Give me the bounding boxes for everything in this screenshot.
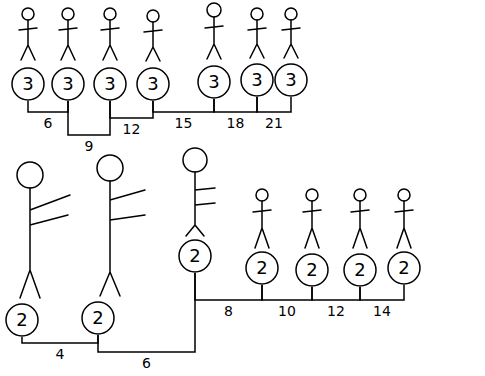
bracket-line [28, 101, 68, 112]
stick-figure [17, 148, 413, 298]
bracket-line [68, 101, 110, 135]
number-circle: 2 [81, 301, 115, 335]
circle-number: 3 [285, 71, 296, 89]
circle-number: 3 [251, 71, 262, 89]
sum-label: 6 [141, 356, 152, 370]
sum-label: 4 [55, 347, 66, 361]
stick-figure [19, 3, 300, 61]
number-circle: 3 [197, 65, 231, 99]
sum-label: 12 [326, 304, 346, 318]
number-circle: 3 [11, 67, 45, 101]
number-circle: 3 [136, 67, 170, 101]
sum-label: 6 [43, 116, 54, 130]
sum-label: 10 [277, 304, 297, 318]
circle-number: 2 [256, 259, 267, 277]
circle-number: 2 [189, 247, 200, 265]
circle-number: 3 [104, 75, 115, 93]
number-circle: 2 [245, 251, 279, 285]
number-circle: 2 [178, 239, 212, 273]
circle-number: 2 [398, 259, 409, 277]
number-circle: 2 [343, 253, 377, 287]
circle-number: 3 [147, 75, 158, 93]
number-circle: 2 [295, 253, 329, 287]
number-circle: 3 [51, 67, 85, 101]
sum-label: 8 [223, 304, 234, 318]
bracket-line [153, 99, 214, 112]
number-circle: 2 [5, 303, 39, 337]
number-circle: 3 [240, 63, 274, 97]
number-circle: 2 [387, 251, 421, 285]
bracket-line [262, 285, 312, 300]
bracket-line [22, 335, 98, 343]
sum-label: 15 [174, 116, 194, 130]
circle-number: 2 [92, 309, 103, 327]
circle-number: 2 [354, 261, 365, 279]
number-circle: 3 [93, 67, 127, 101]
sum-label: 21 [264, 116, 284, 130]
circle-number: 3 [22, 75, 33, 93]
sum-label: 12 [122, 122, 142, 136]
bracket-line [257, 97, 291, 112]
sum-label: 9 [84, 139, 95, 153]
number-circle: 3 [274, 63, 308, 97]
circle-number: 2 [16, 311, 27, 329]
bracket-line [110, 101, 153, 118]
circle-number: 3 [62, 75, 73, 93]
bracket-line [312, 287, 360, 300]
sum-label: 14 [372, 304, 392, 318]
bracket-line [214, 97, 257, 112]
bracket-line [360, 285, 404, 300]
sum-label: 18 [226, 116, 246, 130]
circle-number: 3 [208, 73, 219, 91]
circle-number: 2 [306, 261, 317, 279]
